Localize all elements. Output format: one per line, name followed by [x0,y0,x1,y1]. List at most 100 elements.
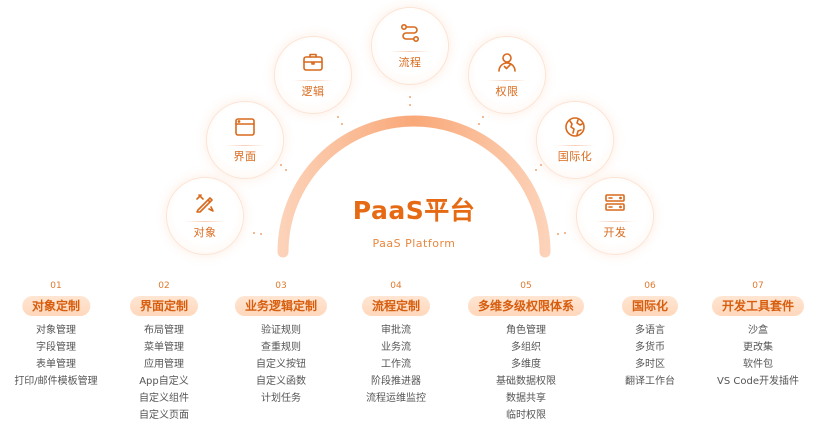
node-object: 对象 [167,178,243,254]
list-item: 自定义组件 [138,393,189,404]
column-i18n: 06 国际化 多语言 多货币 多时区 翻译工作台 [621,281,679,390]
column-number: 03 [275,281,287,291]
list-item: 临时权限 [505,410,546,421]
connector-dots [278,162,290,174]
column-permission: 05 多维多级权限体系 角色管理 多组织 多维度 基础数据权限 数据共享 临时权… [467,281,585,424]
list-item: 菜单管理 [143,342,184,353]
column-number: 01 [50,281,62,291]
list-item: 更改集 [742,342,773,353]
list-item: 软件包 [742,359,773,370]
list-item: 自定义页面 [138,410,189,421]
platform-subtitle: PaaS Platform [372,237,456,250]
connector-dots [475,115,487,127]
column-number: 05 [520,281,532,291]
node-dev: 开发 [577,178,653,254]
column-title: 对象定制 [21,296,90,316]
list-item: 基础数据权限 [495,376,556,387]
column-number: 06 [644,281,656,291]
column-title: 界面定制 [129,296,199,316]
column-items: 布局管理 菜单管理 应用管理 App自定义 自定义组件 自定义页面 [139,322,189,424]
list-item: 自定义函数 [255,376,306,387]
list-item: 数据共享 [505,393,546,404]
column-items: 审批流 业务流 工作流 阶段推进器 流程运维监控 [366,322,426,407]
list-item: 业务流 [380,342,411,353]
pencil-ruler-icon [193,191,217,215]
list-item: 字段管理 [36,342,76,353]
column-title: 流程定制 [361,296,431,316]
column-flow: 04 流程定制 审批流 业务流 工作流 阶段推进器 流程运维监控 [361,281,431,407]
list-item: App自定义 [139,376,189,387]
list-item: 多组织 [510,342,541,353]
user-check-icon [495,50,519,74]
node-permission: 权限 [469,37,545,113]
node-label: 逻辑 [301,85,325,98]
list-item: 角色管理 [505,325,546,336]
list-item: 打印/邮件模板管理 [14,376,98,387]
flow-path-icon [398,21,422,45]
column-items: 角色管理 多组织 多维度 基础数据权限 数据共享 临时权限 [496,322,556,424]
list-item: 沙盒 [747,325,768,336]
browser-window-icon [233,115,257,139]
briefcase-icon [301,50,325,74]
list-item: 计划任务 [260,393,301,404]
column-items: 对象管理 字段管理 表单管理 打印/邮件模板管理 [14,322,97,390]
column-object: 01 对象定制 对象管理 字段管理 表单管理 打印/邮件模板管理 [14,281,97,390]
column-items: 验证规则 查重规则 自定义按钮 自定义函数 计划任务 [256,322,306,407]
column-ui: 02 界面定制 布局管理 菜单管理 应用管理 App自定义 自定义组件 自定义页… [129,281,199,424]
node-divider [487,80,527,81]
node-label: 开发 [603,226,627,239]
node-label: 权限 [495,85,519,98]
list-item: VS Code开发插件 [717,376,799,387]
platform-title: PaaS平台 [352,196,476,225]
list-item: 表单管理 [36,359,76,370]
node-flow: 流程 [372,8,448,84]
connector-dots [334,115,346,127]
globe-icon [563,115,587,139]
node-divider [293,80,333,81]
node-divider [595,221,635,222]
column-title: 国际化 [621,296,679,316]
list-item: 阶段推进器 [370,376,421,387]
list-item: 多货币 [634,342,665,353]
list-item: 审批流 [380,325,411,336]
node-label: 界面 [233,150,257,163]
list-item: 多语言 [634,325,665,336]
column-number: 02 [158,281,170,291]
connector-dots [252,227,264,239]
list-item: 对象管理 [36,325,76,336]
node-i18n: 国际化 [537,102,613,178]
column-items: 沙盒 更改集 软件包 VS Code开发插件 [717,322,799,390]
connector-dots [404,96,416,108]
column-number: 04 [390,281,402,291]
list-item: 验证规则 [260,325,301,336]
node-label: 流程 [398,56,422,69]
list-item: 查重规则 [260,342,301,353]
connector-dots [532,162,544,174]
list-item: 多时区 [634,359,665,370]
list-item: 自定义按钮 [255,359,306,370]
node-ui: 界面 [207,102,283,178]
node-divider [225,145,265,146]
list-item: 工作流 [380,359,411,370]
node-label: 对象 [193,226,217,239]
node-divider [185,221,225,222]
column-title: 多维多级权限体系 [467,296,585,316]
column-title: 业务逻辑定制 [234,296,328,316]
node-divider [555,145,595,146]
connector-dots [556,227,568,239]
list-item: 流程运维监控 [365,393,426,404]
column-items: 多语言 多货币 多时区 翻译工作台 [625,322,675,390]
node-logic: 逻辑 [275,37,351,113]
column-dev: 07 开发工具套件 沙盒 更改集 软件包 VS Code开发插件 [711,281,805,390]
list-item: 应用管理 [143,359,184,370]
server-stack-icon [603,191,627,215]
list-item: 布局管理 [143,325,184,336]
column-title: 开发工具套件 [711,296,805,316]
node-label: 国际化 [557,150,593,163]
list-item: 翻译工作台 [624,376,675,387]
column-number: 07 [752,281,764,291]
list-item: 多维度 [510,359,541,370]
column-logic: 03 业务逻辑定制 验证规则 查重规则 自定义按钮 自定义函数 计划任务 [234,281,328,407]
